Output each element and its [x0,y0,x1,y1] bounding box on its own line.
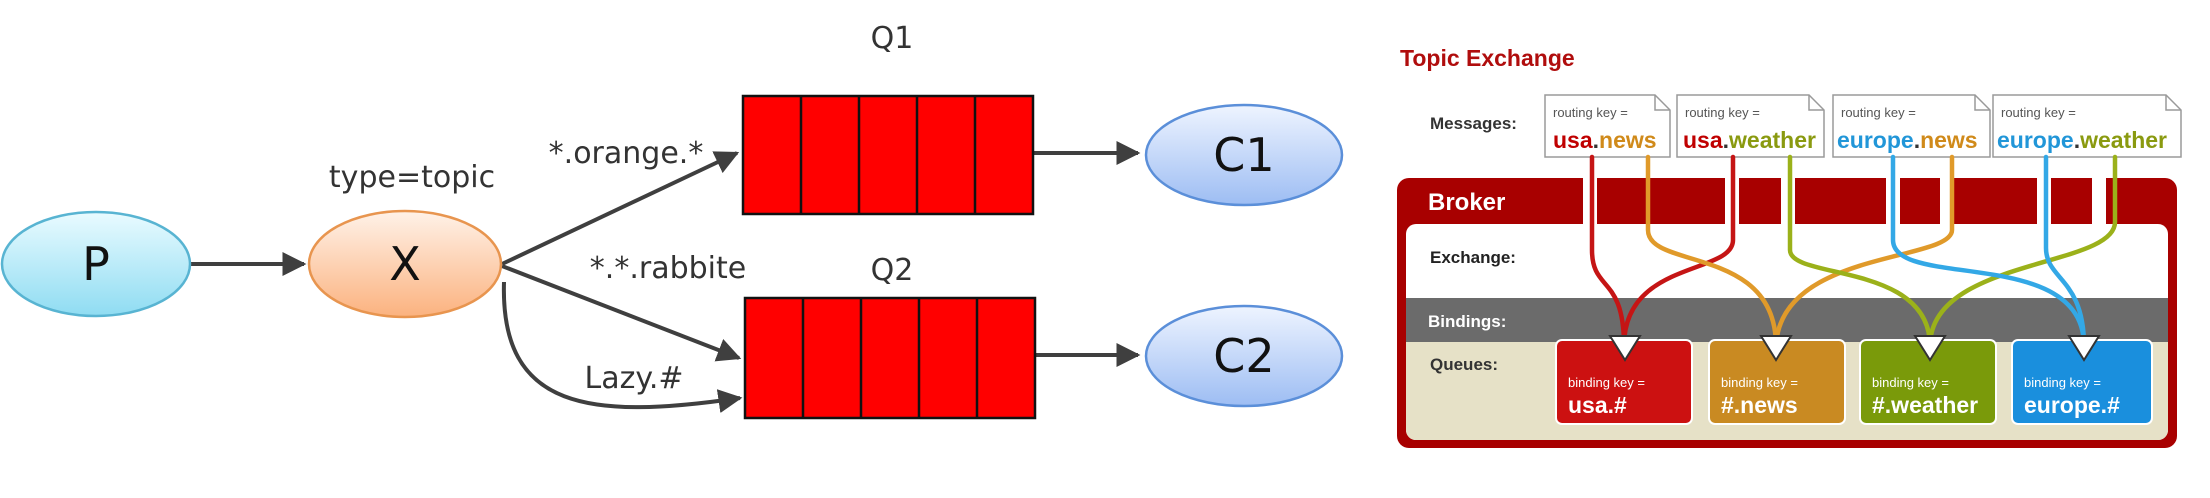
binding-label-lazy: Lazy.# [585,361,684,396]
svg-text:europe.news: europe.news [1837,127,1978,153]
producer-label: P [82,237,110,291]
consumer-c1-label: C1 [1213,128,1274,182]
svg-text:usa.#: usa.# [1568,392,1627,418]
left-topic-diagram: P X type=topic Q1 Q2 *.orange.* *.*.rabb… [0,21,1344,420]
svg-text:usa.news: usa.news [1553,127,1657,153]
svg-text:routing key =: routing key = [1841,105,1916,120]
exchange-row-label: Exchange: [1430,248,1516,267]
consumer-c2-label: C2 [1213,329,1274,383]
message-card: routing key = europe.news [1832,94,1991,158]
consumer-c1-node [1144,103,1344,207]
message-card: routing key = usa.weather [1676,94,1825,158]
svg-text:#.news: #.news [1721,392,1798,418]
queue-q1-label: Q1 [871,21,914,56]
svg-text:routing key =: routing key = [2001,105,2076,120]
messages-label: Messages: [1430,114,1517,133]
svg-text:usa.weather: usa.weather [1683,127,1816,153]
exchange-node [307,209,503,319]
svg-text:#.weather: #.weather [1872,392,1978,418]
message-card: routing key = usa.news [1544,94,1671,158]
svg-text:europe.weather: europe.weather [1997,127,2167,153]
svg-text:binding key =: binding key = [1872,375,1949,390]
binding-queue: binding key = #.news [1708,335,1846,425]
svg-text:binding key =: binding key = [2024,375,2101,390]
svg-text:binding key =: binding key = [1721,375,1798,390]
binding-queue: binding key = usa.# [1555,335,1693,425]
message-card: routing key = europe.weather [1992,94,2182,158]
bindings-row-label: Bindings: [1428,312,1506,331]
exchange-label: X [389,237,421,291]
queues-row-label: Queues: [1430,355,1498,374]
queue-q1 [741,94,1035,216]
svg-text:routing key =: routing key = [1553,105,1628,120]
svg-text:europe.#: europe.# [2024,392,2120,418]
producer-node [0,210,192,318]
topic-exchange-title: Topic Exchange [1400,45,1575,71]
arrow-x-to-q2-lazy [501,281,743,414]
binding-queue: binding key = #.weather [1859,335,1997,425]
routing-lines [1589,154,2118,349]
binding-queue: binding key = europe.# [2011,335,2153,425]
right-topic-exchange: Topic Exchange Messages: routing key = u… [1397,45,2182,448]
binding-label-orange: *.orange.* [549,136,704,171]
arrow-x-to-q1 [501,151,740,266]
exchange-type-label: type=topic [329,160,495,195]
queue-q2 [743,296,1037,420]
consumer-c2-node [1144,304,1344,408]
svg-text:binding key =: binding key = [1568,375,1645,390]
binding-label-rabbite: *.*.rabbite [590,251,746,286]
queue-q2-label: Q2 [871,253,914,288]
broker-label: Broker [1428,189,1505,216]
svg-text:routing key =: routing key = [1685,105,1760,120]
arrow-x-to-q2 [501,264,742,362]
